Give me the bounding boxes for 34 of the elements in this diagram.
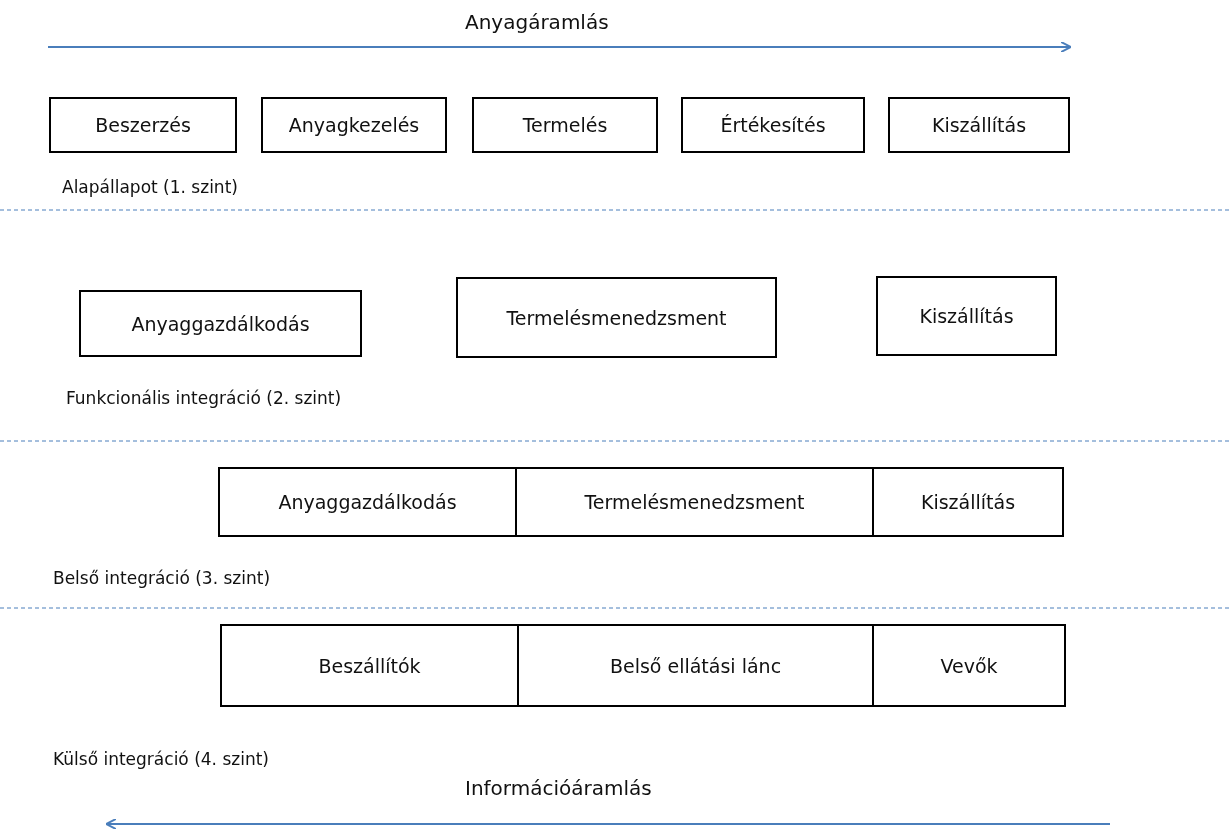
process-box: [681, 97, 865, 153]
process-box: [79, 290, 362, 357]
flow-heading: Anyagáramlás: [465, 10, 609, 34]
box-label: Kiszállítás: [931, 114, 1027, 136]
box-label: Kiszállítás: [919, 305, 1014, 327]
process-box: [876, 276, 1057, 356]
level-label: Funkcionális integráció (2. szint): [66, 388, 342, 408]
process-box: [515, 467, 874, 537]
box-label: Anyaggazdálkodás: [278, 491, 457, 513]
process-box: [261, 97, 447, 153]
process-box: [517, 624, 874, 707]
box-label: Vevők: [940, 654, 998, 677]
process-box: [456, 277, 777, 358]
process-box: [872, 467, 1064, 537]
level-label: Külső integráció (4. szint): [53, 749, 269, 769]
box-label: Termelés: [522, 114, 608, 136]
process-box: [872, 624, 1066, 707]
process-box: [220, 624, 519, 707]
level-label: Belső integráció (3. szint): [53, 568, 271, 588]
box-label: Beszállítók: [318, 654, 421, 677]
flow-heading: Információáramlás: [465, 776, 652, 800]
box-label: Értékesítés: [720, 114, 826, 136]
box-label: Termelésmenedzsment: [506, 306, 727, 329]
process-box: [218, 467, 517, 537]
box-label: Termelésmenedzsment: [584, 491, 805, 513]
box-label: Kiszállítás: [920, 491, 1016, 513]
box-label: Beszerzés: [95, 114, 191, 136]
box-label: Anyaggazdálkodás: [131, 312, 310, 335]
process-box: [49, 97, 237, 153]
process-box: [472, 97, 658, 153]
box-label: Belső ellátási lánc: [609, 654, 782, 677]
process-box: [888, 97, 1070, 153]
box-label: Anyagkezelés: [288, 114, 420, 136]
level-label: Alapállapot (1. szint): [62, 177, 238, 197]
